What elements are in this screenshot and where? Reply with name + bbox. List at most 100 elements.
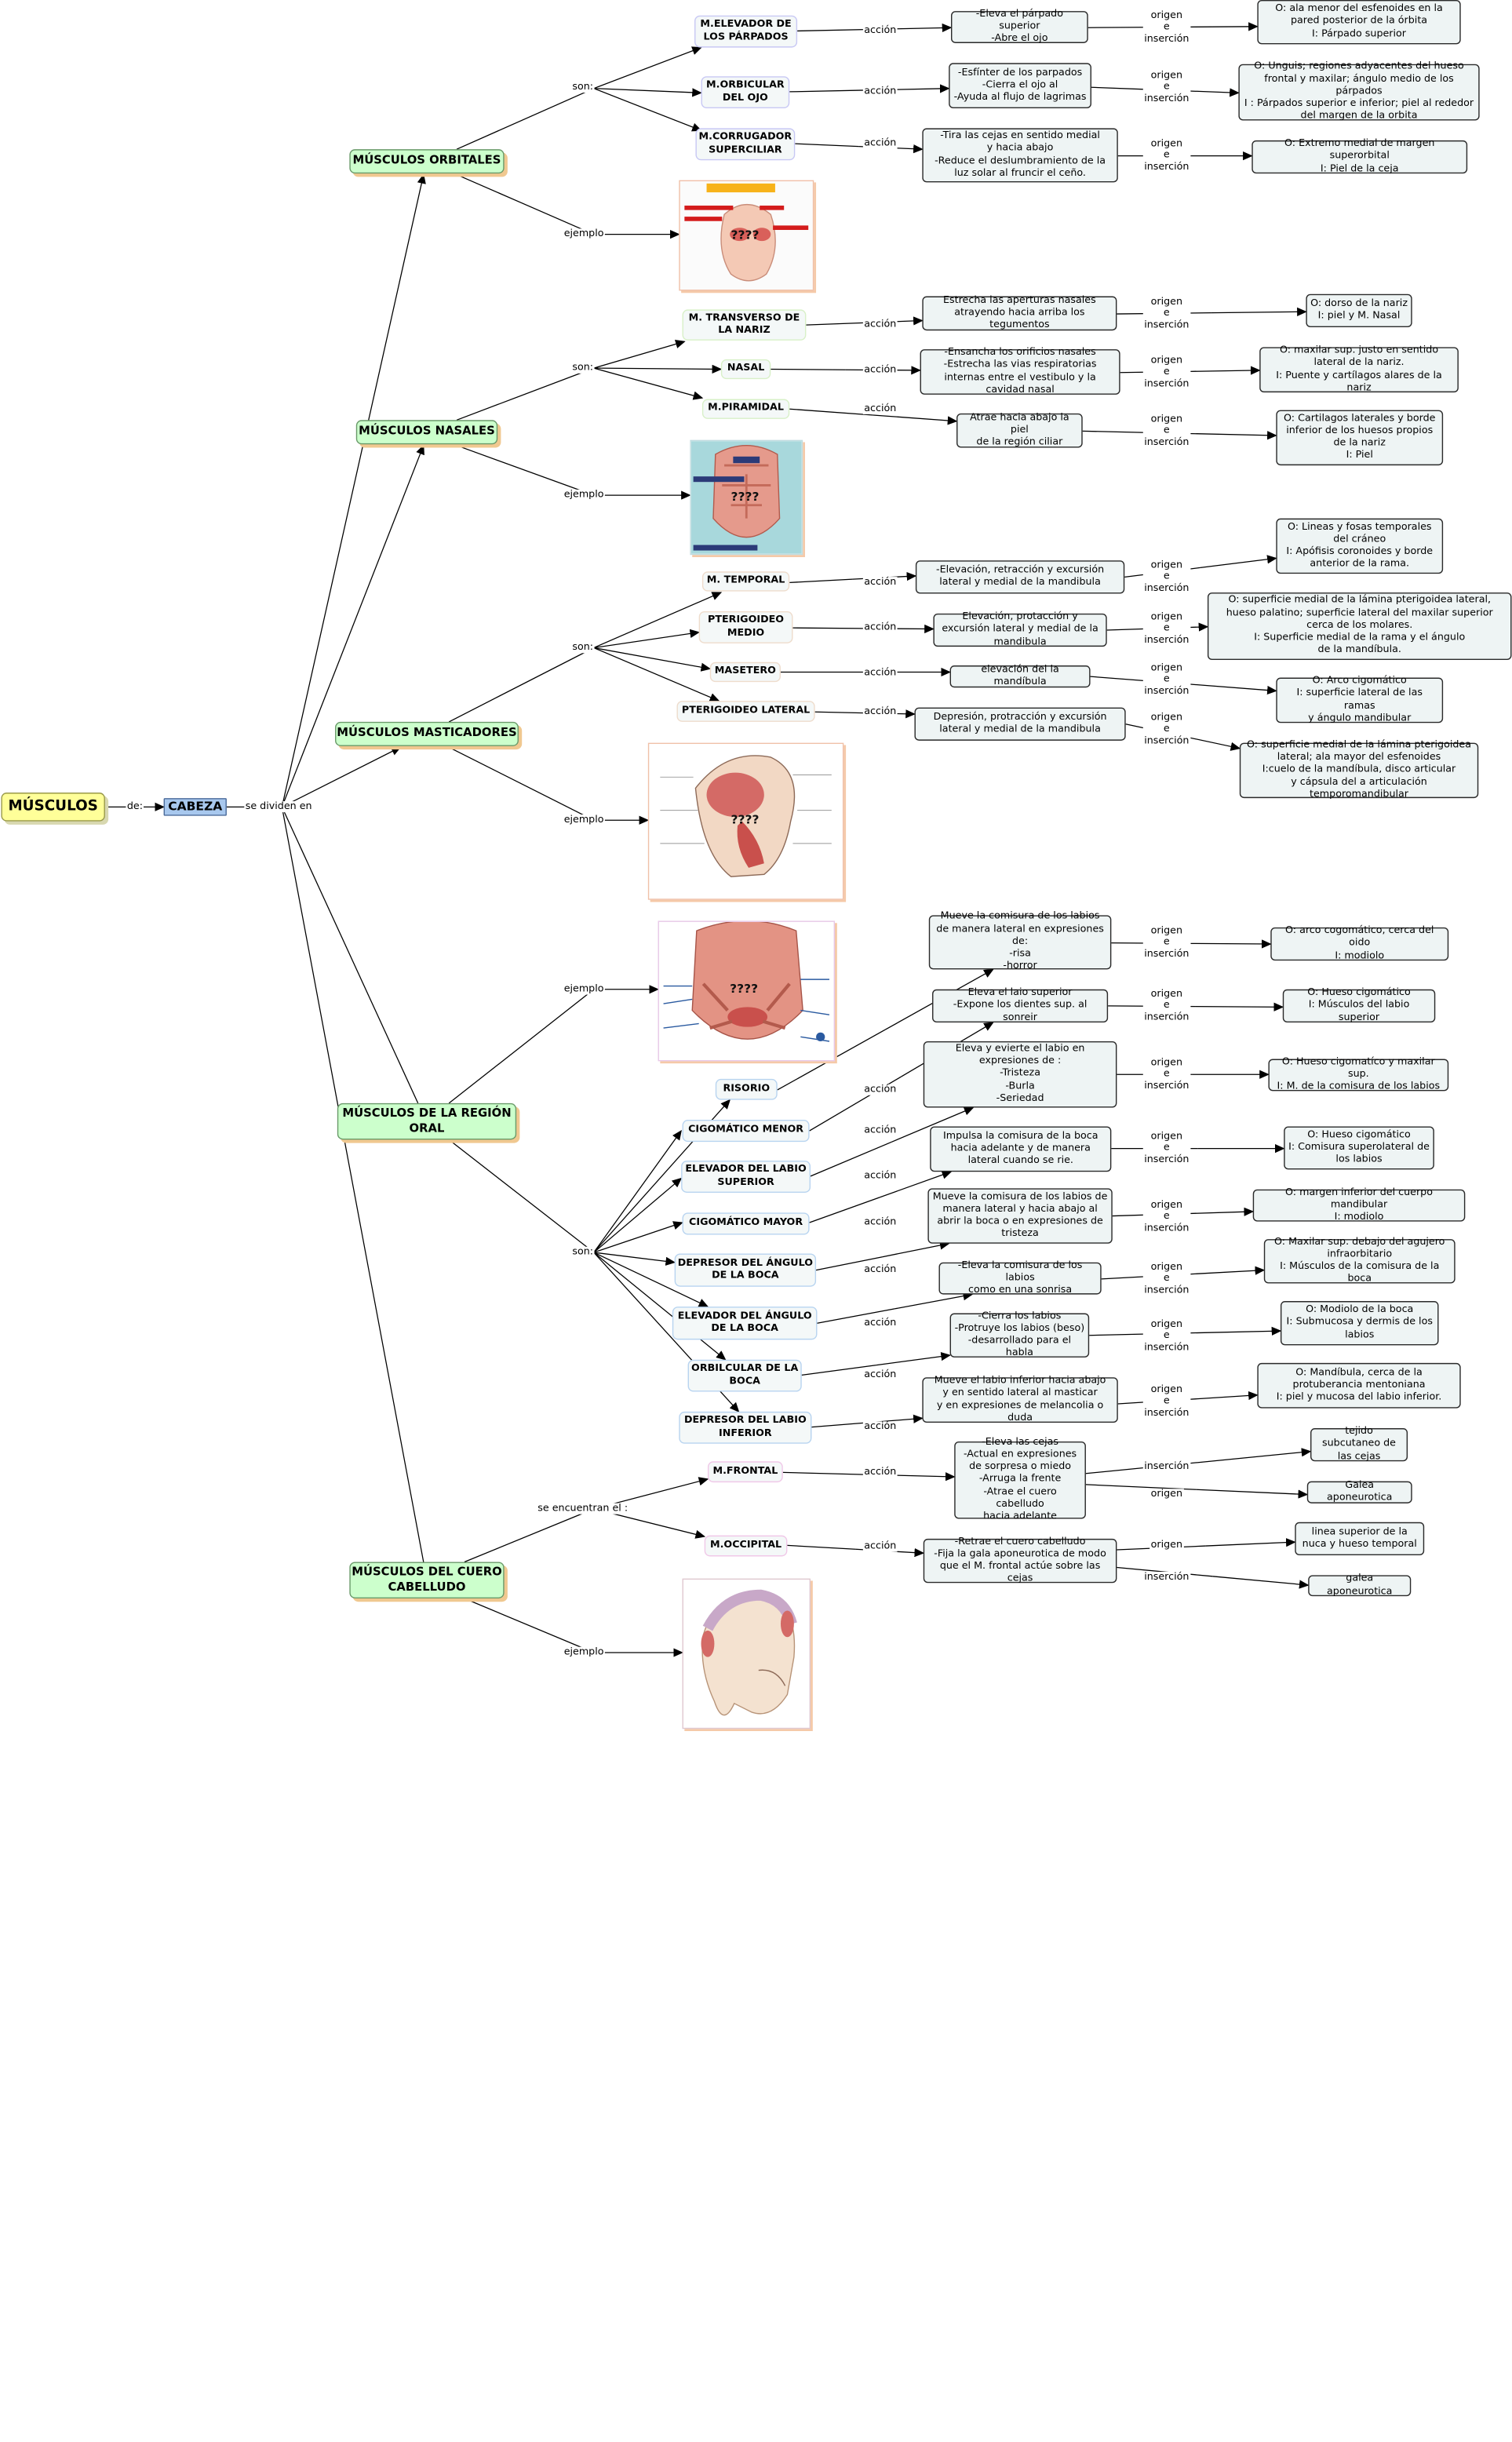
origin-insertion-box[interactable]: O: Extremo medial de margen superorbital… [1251, 138, 1468, 174]
action-box[interactable]: Mueve la comisura de los labios de maner… [927, 1188, 1113, 1244]
link-label-ejemplo: ejemplo [563, 228, 605, 240]
link-label-ejemplo: ejemplo [563, 814, 605, 826]
muscle-risorio[interactable]: RISORIO [715, 1078, 778, 1100]
connector-line [894, 1292, 974, 1310]
action-box[interactable]: Impulsa la comisura de la boca hacia ade… [930, 1126, 1112, 1172]
muscle-frontal[interactable]: M.FRONTAL [707, 1461, 783, 1483]
origin-insertion-box[interactable]: O: superficie medial de la lámina pterig… [1239, 739, 1479, 800]
action-box[interactable]: Mueve la comisura de los labios de maner… [928, 911, 1112, 972]
origin-insertion-box[interactable]: O: Unguis; regiones adyacentes del hueso… [1238, 61, 1480, 122]
muscle-nasal[interactable]: NASAL [720, 359, 771, 380]
action-box[interactable]: -Eleva el párpado superior -Abre el ojo [950, 9, 1088, 45]
origen-insercion-label: origen e inserción [1142, 925, 1190, 960]
origin-insertion-box[interactable]: O: Lineas y fosas temporales del cráneo … [1276, 518, 1444, 574]
connector-line [593, 88, 702, 132]
connector-line [281, 807, 419, 1104]
connector-line [456, 367, 595, 421]
muscle-depresor-angulo-boca[interactable]: DEPRESOR DEL ÁNGULO DE LA BOCA [674, 1253, 817, 1287]
category-cuero[interactable]: MÚSCULOS DEL CUERO CABELLUDO [349, 1562, 505, 1598]
action-box[interactable]: -Ensancha los orificios nasales -Estrech… [920, 347, 1120, 395]
muscle-transverso-nariz[interactable]: M. TRANSVERSO DE LA NARIZ [682, 309, 807, 341]
action-box[interactable]: Depresión, protracción y excursión later… [914, 707, 1126, 741]
muscle-elevador-labio-superior[interactable]: ELEVADOR DEL LABIO SUPERIOR [681, 1161, 811, 1193]
origin-box[interactable]: Galea aponeurotica [1306, 1480, 1412, 1503]
image-question-mark: ???? [730, 812, 760, 827]
connector-line [1085, 1484, 1197, 1490]
example-image-nasal[interactable]: ???? [690, 439, 803, 556]
image-question-mark: ???? [730, 228, 760, 242]
origin-box[interactable]: linea superior de la nuca y hueso tempor… [1295, 1522, 1425, 1556]
origen-insercion-label: origen e inserción [1142, 1319, 1190, 1354]
action-box[interactable]: Eleva y evierte el labio en expresiones … [923, 1041, 1117, 1108]
origin-insertion-box[interactable]: O: Hueso cigomatíco y maxilar sup. I: M.… [1268, 1056, 1449, 1092]
cabeza-node[interactable]: CABEZA [163, 798, 227, 816]
muscle-pterigoideo-lateral[interactable]: PTERIGOIDEO LATERAL [676, 701, 815, 722]
origin-insertion-box[interactable]: O: dorso de la nariz I: piel y M. Nasal [1306, 293, 1412, 327]
origen-insercion-label: origen e inserción [1142, 1057, 1190, 1092]
category-oral[interactable]: MÚSCULOS DE LA REGIÓN ORAL [337, 1103, 517, 1140]
muscle-corrugador[interactable]: M.CORRUGADOR SUPERCILIAR [695, 128, 796, 161]
muscle-occipital[interactable]: M.OCCIPITAL [704, 1535, 788, 1557]
muscle-depresor-labio-inferior[interactable]: DEPRESOR DEL LABIO INFERIOR [679, 1411, 812, 1444]
action-box[interactable]: -Tira las cejas en sentido medial y haci… [922, 128, 1118, 183]
muscle-pterigoideo-medio[interactable]: PTERIGOIDEO MEDIO [698, 611, 793, 643]
accion-label: acción [862, 1216, 898, 1229]
origin-insertion-box[interactable]: O: margen inferior del cuerpo mandibular… [1252, 1186, 1466, 1223]
muscle-orbicular-boca[interactable]: ORBILCULAR DE LA BOCA [687, 1359, 802, 1392]
muscle-cigomatico-menor[interactable]: CIGOMÁTICO MENOR [682, 1120, 810, 1143]
action-box[interactable]: -Eleva las cejas -Actual en expresiones … [954, 1437, 1086, 1522]
example-image-cuero[interactable] [682, 1578, 811, 1729]
connector-line [456, 173, 595, 235]
action-box[interactable]: Mueve el labio inferior hacia abajo y en… [922, 1375, 1118, 1423]
origin-insertion-box[interactable]: O: superficie medial de la lámina pterig… [1207, 592, 1512, 660]
muscle-piramidal[interactable]: M.PIRAMIDAL [701, 399, 790, 419]
action-box[interactable]: -Retrae el cuero cabelludo -Fija la gala… [923, 1536, 1117, 1584]
insertion-box[interactable]: galea aponeurotica [1308, 1573, 1412, 1597]
origin-insertion-box[interactable]: O: maxilar sup. justo en sentido lateral… [1259, 345, 1459, 393]
muscle-elevador-parpados[interactable]: M.ELEVADOR DE LOS PÁRPADOS [694, 15, 798, 48]
insertion-box[interactable]: tejido subcutaneo de las cejas [1310, 1426, 1408, 1462]
origin-insertion-box[interactable]: O: arco cogomático, cerca del oido I: mo… [1270, 925, 1449, 961]
action-box[interactable]: Eleva el laio superior -Expone los dient… [932, 987, 1109, 1023]
accion-label: acción [862, 25, 898, 37]
accion-label: acción [862, 1540, 898, 1553]
connector-line [1190, 939, 1272, 949]
connector-line [787, 1544, 856, 1550]
origin-insertion-box[interactable]: O: Hueso cigomático I: Comisura superola… [1284, 1126, 1434, 1170]
action-box[interactable]: -Elevación, retracción y excursión later… [915, 560, 1125, 594]
connector-line [792, 627, 863, 629]
root-node[interactable]: MÚSCULOS [1, 793, 105, 822]
action-box[interactable]: elevación del la mandíbula [949, 664, 1091, 688]
insercion-label: inserción [1142, 1571, 1190, 1584]
example-image-orbital[interactable]: ???? [679, 180, 814, 291]
connector-line [811, 1422, 867, 1428]
category-orbitales[interactable]: MÚSCULOS ORBITALES [349, 149, 505, 174]
action-box[interactable]: Atrae hacia abajo la piel de la región c… [956, 412, 1083, 448]
connector-line [281, 807, 424, 1562]
category-masticadores[interactable]: MÚSCULOS MASTICADORES [335, 721, 519, 746]
example-image-masticador[interactable]: ???? [647, 742, 844, 900]
origin-insertion-box[interactable]: O: Maxilar sup. debajo del agujero infra… [1263, 1237, 1456, 1285]
muscle-temporal[interactable]: M. TEMPORAL [701, 571, 790, 592]
category-nasales[interactable]: MÚSCULOS NASALES [355, 420, 498, 445]
muscle-elevador-angulo-boca[interactable]: ELEVADOR DEL ÁNGULO DE LA BOCA [672, 1307, 818, 1340]
connector-line [809, 1197, 881, 1223]
action-box[interactable]: Estrecha las aperturas nasales atrayendo… [922, 295, 1117, 330]
connector-line [817, 1308, 895, 1324]
example-image-oral[interactable]: ???? [658, 920, 836, 1062]
origin-insertion-box[interactable]: O: Hueso cigomático I: Músculos del labi… [1282, 987, 1436, 1023]
origin-insertion-box[interactable]: O: Cartilagos laterales y borde inferior… [1276, 410, 1444, 466]
muscle-masetero[interactable]: MASETERO [709, 662, 781, 683]
action-box[interactable]: -Eleva la comisura de los labios como en… [938, 1259, 1102, 1296]
action-box[interactable]: -Cierra los labios -Protruye los labios … [949, 1310, 1090, 1359]
connector-line [593, 647, 712, 672]
muscle-cigomatico-mayor[interactable]: CIGOMÁTICO MAYOR [682, 1212, 810, 1235]
link-label-son: son: [570, 642, 595, 654]
origin-insertion-box[interactable]: O: Modiolo de la boca I: Submucosa y der… [1280, 1301, 1439, 1346]
origin-insertion-box[interactable]: O: Arco cigomático I: superficie lateral… [1276, 676, 1444, 723]
action-box[interactable]: Elevación, protacción y excursión latera… [933, 611, 1107, 647]
action-box[interactable]: -Esfínter de los parpados -Cierra el ojo… [949, 63, 1091, 109]
origin-insertion-box[interactable]: O: ala menor del esfenoides en la pared … [1257, 0, 1461, 45]
origin-insertion-box[interactable]: O: Mandíbula, cerca de la protuberancia … [1257, 1362, 1461, 1409]
muscle-orbicular-ojo[interactable]: M.ORBICULAR DEL OJO [701, 76, 790, 109]
